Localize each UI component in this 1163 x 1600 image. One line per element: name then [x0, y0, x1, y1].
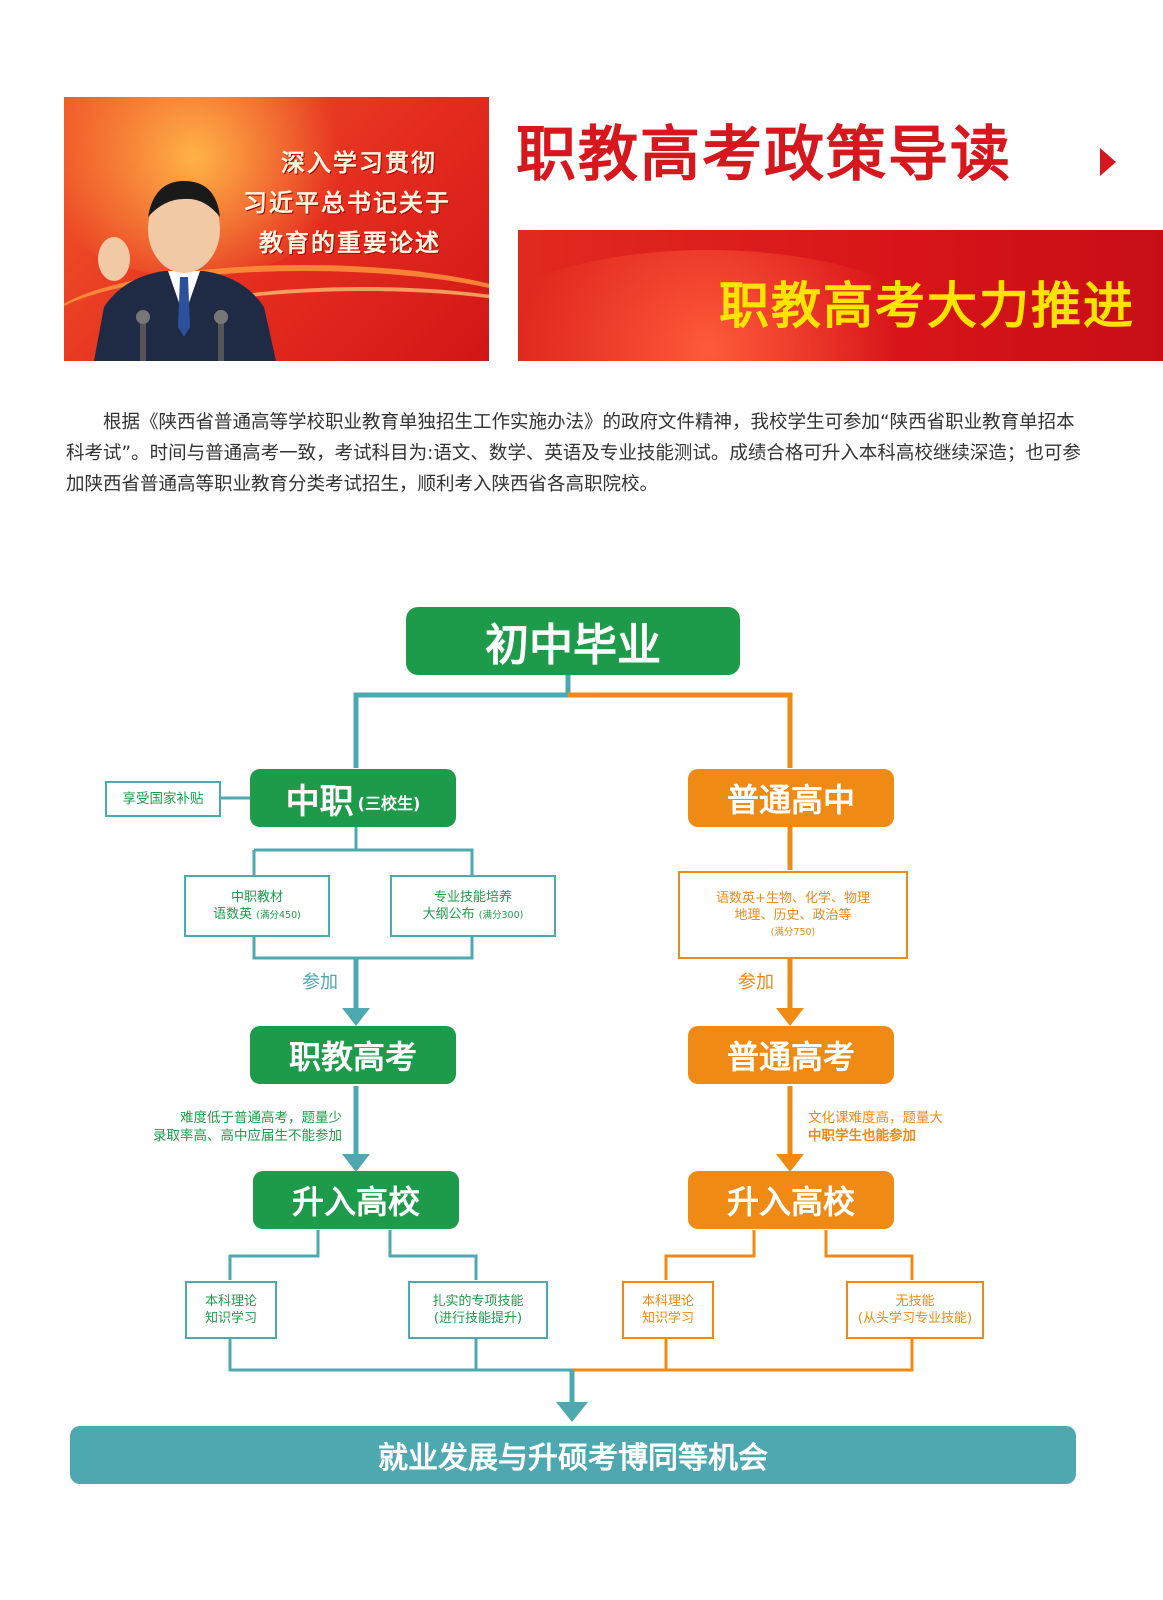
node-general-exam: 普通高考: [688, 1026, 894, 1084]
node-vocational: 中职 (三校生): [250, 769, 456, 827]
course-vocational-skill: 专业技能培养 大纲公布 (满分300): [390, 875, 556, 937]
outcome-right-noskill: 无技能 (从头学习专业技能): [846, 1281, 984, 1339]
node-vocational-exam: 职教高考: [250, 1026, 456, 1084]
title-arrow-icon: [1100, 148, 1116, 176]
banner-line-1: 深入学习贯彻: [281, 149, 437, 177]
banner-line-2: 习近平总书记关于: [243, 189, 451, 217]
outcome-left-skill: 扎实的专项技能 (进行技能提升): [408, 1281, 548, 1339]
outcome-left-theory: 本科理论 知识学习: [185, 1281, 277, 1339]
note-general-exam: 文化课难度高，题量大 中职学生也能参加: [808, 1110, 943, 1144]
outcome-right-theory: 本科理论 知识学习: [622, 1281, 714, 1339]
subtitle-text: 职教高考大力推进: [719, 276, 1135, 335]
banner-image: 深入学习贯彻 习近平总书记关于 教育的重要论述: [64, 97, 489, 361]
subtitle-banner: 职教高考大力推进: [518, 230, 1163, 361]
node-admit-left: 升入高校: [253, 1171, 459, 1229]
label-join-left: 参加: [302, 972, 338, 993]
intro-paragraph: 根据《陕西省普通高等学校职业教育单独招生工作实施办法》的政府文件精神，我校学生可…: [66, 412, 1081, 495]
banner-line-3: 教育的重要论述: [259, 229, 441, 257]
portrait-figure: [94, 181, 276, 361]
node-end: 就业发展与升硕考博同等机会: [70, 1426, 1076, 1484]
note-subsidy: 享受国家补贴: [105, 781, 221, 817]
page-title: 职教高考政策导读: [516, 120, 1012, 190]
node-start: 初中毕业: [406, 607, 740, 675]
course-vocational-culture: 中职教材 语数英 (满分450): [184, 875, 330, 937]
node-highschool: 普通高中: [688, 769, 894, 827]
label-join-right: 参加: [738, 972, 774, 993]
node-admit-right: 升入高校: [688, 1171, 894, 1229]
note-vocational-exam: 难度低于普通高考，题量少 录取率高、高中应届生不能参加: [153, 1110, 342, 1144]
course-highschool: 语数英+生物、化学、物理 地理、历史、政治等 (满分750): [678, 871, 908, 959]
